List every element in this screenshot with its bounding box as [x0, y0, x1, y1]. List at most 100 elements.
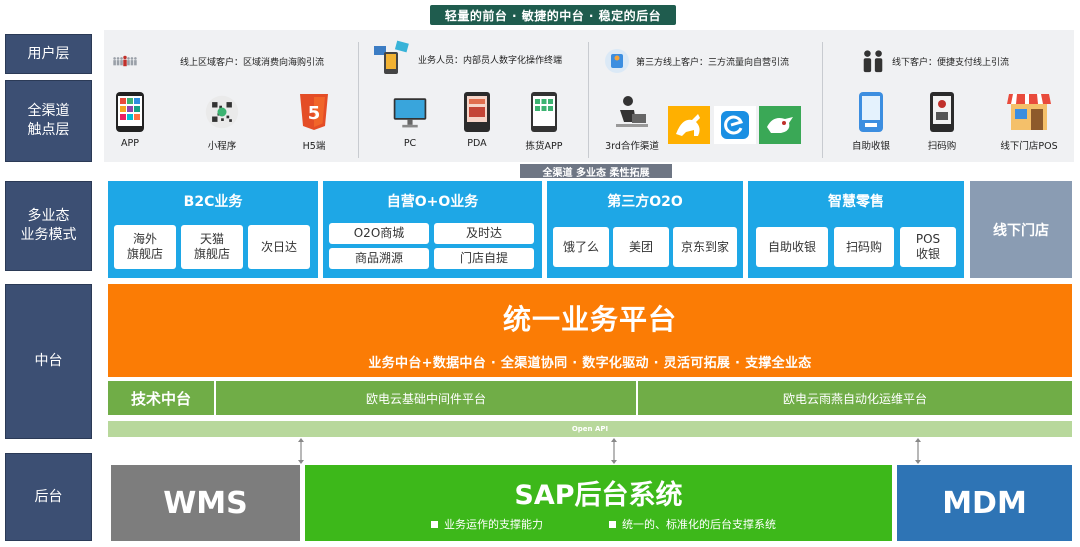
touchpoint-store-pos: 线下门店POS — [992, 90, 1066, 152]
bullet-square-icon — [431, 520, 438, 528]
connector-arrow-icon — [298, 438, 304, 464]
sap-title: SAP后台系统 — [514, 480, 683, 511]
app-icon — [112, 90, 148, 134]
divider — [588, 42, 589, 158]
sap-bullet: 统一的、标准化的后台支撑系统 — [609, 516, 776, 532]
layer-back-label: 后台 — [34, 488, 63, 505]
sap-bullet-text: 业务运作的支撑能力 — [444, 518, 543, 531]
biz-chip: 美团 — [613, 227, 669, 267]
biz-third-party-o2o: 第三方O2O 饿了么 美团 京东到家 — [547, 181, 743, 278]
staff-terminal-icon — [372, 40, 412, 78]
touchpoint-pc: PC — [388, 90, 432, 149]
layer-touchpoint: 全渠道 触点层 — [5, 80, 92, 162]
partner-kangaroo-icon — [668, 106, 710, 144]
bullet-square-icon — [609, 520, 616, 528]
layer-middle: 中台 — [5, 284, 92, 439]
touchpoint-scan-buy: 扫码购 — [920, 90, 964, 152]
customer-offline: 线下客户：便捷支付线上引流 — [860, 48, 1009, 74]
qr-code-icon — [204, 90, 240, 134]
layer-back: 后台 — [5, 453, 92, 541]
partner-eleme-icon — [714, 106, 756, 144]
platform-title: 统一业务平台 — [502, 303, 677, 336]
touchpoint-pda-label: PDA — [467, 138, 487, 149]
biz-chip: 饿了么 — [553, 227, 609, 267]
layer-business: 多业态 业务模式 — [5, 181, 92, 271]
customer-third-party: 第三方线上客户：三方流量向自营引流 — [604, 48, 789, 74]
person-at-desk-icon — [614, 90, 650, 134]
platform-subtitle: 业务中台+数据中台 · 全渠道协同 · 数字化驱动 · 灵活可拓展 · 支撑全业… — [368, 356, 812, 371]
biz-chip: 海外 旗舰店 — [114, 225, 176, 269]
sap-bullet-text: 统一的、标准化的后台支撑系统 — [622, 518, 776, 531]
customer-online-region-label: 线上区域客户：区域消费向海购引流 — [180, 57, 325, 68]
customer-third-party-label: 第三方线上客户：三方流量向自营引流 — [636, 57, 790, 68]
third-party-customer-icon — [604, 48, 630, 74]
crowd-icon — [112, 48, 138, 74]
monitor-icon — [392, 90, 428, 134]
layer-touchpoint-label: 全渠道 触点层 — [27, 103, 70, 138]
touchpoint-h5-label: H5端 — [302, 141, 326, 152]
omni-channel-tag: 全渠道 多业态 柔性拓展 — [520, 164, 672, 179]
biz-b2c-title: B2C业务 — [183, 194, 243, 210]
biz-third-party-o2o-title: 第三方O2O — [607, 194, 683, 210]
touchpoint-app: APP — [110, 90, 150, 149]
biz-chip: 扫码购 — [834, 227, 894, 267]
top-banner: 轻量的前台 · 敏捷的中台 · 稳定的后台 — [430, 5, 676, 25]
scan-phone-icon — [924, 90, 960, 134]
biz-chip: 自助收银 — [756, 227, 828, 267]
tech-middle-platform: 技术中台 欧电云基础中间件平台 欧电云雨燕自动化运维平台 — [108, 381, 1072, 415]
touchpoint-mini-program-label: 小程序 — [207, 141, 237, 152]
touchpoint-third-party: 3rd合作渠道 — [604, 90, 660, 152]
layer-middle-label: 中台 — [34, 353, 63, 369]
touchpoint-scan-buy-label: 扫码购 — [927, 141, 957, 152]
touchpoint-picking-app: 拣货APP — [519, 90, 569, 152]
connector-arrow-icon — [611, 438, 617, 464]
touchpoint-self-checkout: 自助收银 — [846, 90, 896, 152]
touchpoint-third-party-label: 3rd合作渠道 — [605, 141, 659, 152]
sap-system: SAP后台系统 业务运作的支撑能力 统一的、标准化的后台支撑系统 — [305, 465, 892, 541]
touchpoint-app-label: APP — [121, 138, 139, 149]
biz-smart-retail: 智慧零售 自助收银 扫码购 POS 收银 — [748, 181, 964, 278]
sap-bullet: 业务运作的支撑能力 — [431, 516, 543, 532]
biz-chip: 商品溯源 — [329, 248, 429, 269]
touchpoint-store-pos-label: 线下门店POS — [1000, 141, 1058, 152]
tech-middle-label: 技术中台 — [130, 389, 191, 408]
self-checkout-kiosk-icon — [853, 90, 889, 134]
touchpoint-panel — [104, 30, 1074, 162]
html5-badge: 5 — [308, 103, 321, 124]
touchpoint-pc-label: PC — [403, 138, 417, 149]
mdm-system: MDM — [897, 465, 1072, 541]
partner-jd-icon — [759, 106, 801, 144]
open-api-bar: Open API — [108, 421, 1072, 437]
biz-chip: 天猫 旗舰店 — [181, 225, 243, 269]
customer-staff-label: 业务人员：内部员人数字化操作终端 — [418, 55, 563, 66]
customer-online-region: 线上区域客户：区域消费向海购引流 — [112, 48, 324, 74]
biz-chip: 京东到家 — [673, 227, 737, 267]
biz-b2c: B2C业务 海外 旗舰店 天猫 旗舰店 次日达 — [108, 181, 318, 278]
biz-chip: 门店自提 — [434, 248, 534, 269]
biz-o2o: 自营O+O业务 O2O商城 及时达 商品溯源 门店自提 — [323, 181, 542, 278]
layer-user-label: 用户层 — [27, 45, 70, 62]
unified-business-platform: 统一业务平台 业务中台+数据中台 · 全渠道协同 · 数字化驱动 · 灵活可拓展… — [108, 284, 1072, 377]
html5-icon: 5 — [296, 90, 332, 134]
biz-smart-retail-title: 智慧零售 — [828, 194, 884, 210]
layer-user: 用户层 — [5, 34, 92, 74]
biz-chip: 及时达 — [434, 223, 534, 244]
touchpoint-mini-program: 小程序 — [200, 90, 244, 152]
connector-arrow-icon — [915, 438, 921, 464]
divider — [358, 42, 359, 158]
touchpoint-h5: 5 H5端 — [294, 90, 334, 152]
touchpoint-picking-app-label: 拣货APP — [525, 141, 563, 152]
biz-chip: POS 收银 — [900, 227, 956, 267]
layer-business-label: 多业态 业务模式 — [20, 208, 77, 243]
biz-chip: 次日达 — [248, 225, 310, 269]
couple-icon — [860, 48, 886, 74]
biz-offline-store: 线下门店 — [970, 181, 1072, 278]
store-icon — [1005, 90, 1053, 134]
biz-o2o-title: 自营O+O业务 — [386, 194, 479, 210]
pda-device-icon — [459, 90, 495, 134]
customer-offline-label: 线下客户：便捷支付线上引流 — [892, 57, 1010, 68]
customer-staff: 业务人员：内部员人数字化操作终端 — [372, 40, 562, 78]
middleware-platform: 欧电云基础中间件平台 — [214, 381, 636, 415]
divider — [822, 42, 823, 158]
biz-chip: O2O商城 — [329, 223, 429, 244]
